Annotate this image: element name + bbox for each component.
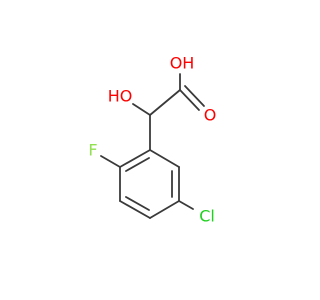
molecule-canvas: OH O HO F Cl <box>88 53 217 226</box>
ring-bond-c3-c4-inner <box>125 196 150 211</box>
atom-label-chlorine: Cl <box>199 207 215 226</box>
bond-carbonyl-1 <box>179 89 200 111</box>
bond-carbonyl-2 <box>184 85 205 107</box>
atom-label-alpha-oh: HO <box>108 87 133 106</box>
ring-bond-c1-c2 <box>119 149 151 168</box>
atom-label-carbonyl-o: O <box>204 106 217 125</box>
structure-diagram: OH O HO F Cl <box>88 54 216 226</box>
atom-label-acid-oh: OH <box>170 54 195 73</box>
bond-c2-f <box>100 155 121 168</box>
atom-labels: OH O HO F Cl <box>88 54 216 226</box>
bond-acid-alpha <box>149 89 181 116</box>
ring-bond-c1-c2-inner <box>125 157 150 172</box>
ring-bond-c3-c4 <box>119 200 151 219</box>
bond-c5-cl <box>178 200 194 210</box>
bonds <box>100 73 205 219</box>
ring-bond-c6-c1 <box>149 149 180 168</box>
atom-label-fluorine: F <box>88 141 97 160</box>
ring-bond-c4-c5 <box>149 200 180 219</box>
bond-alpha-oh <box>132 103 151 116</box>
